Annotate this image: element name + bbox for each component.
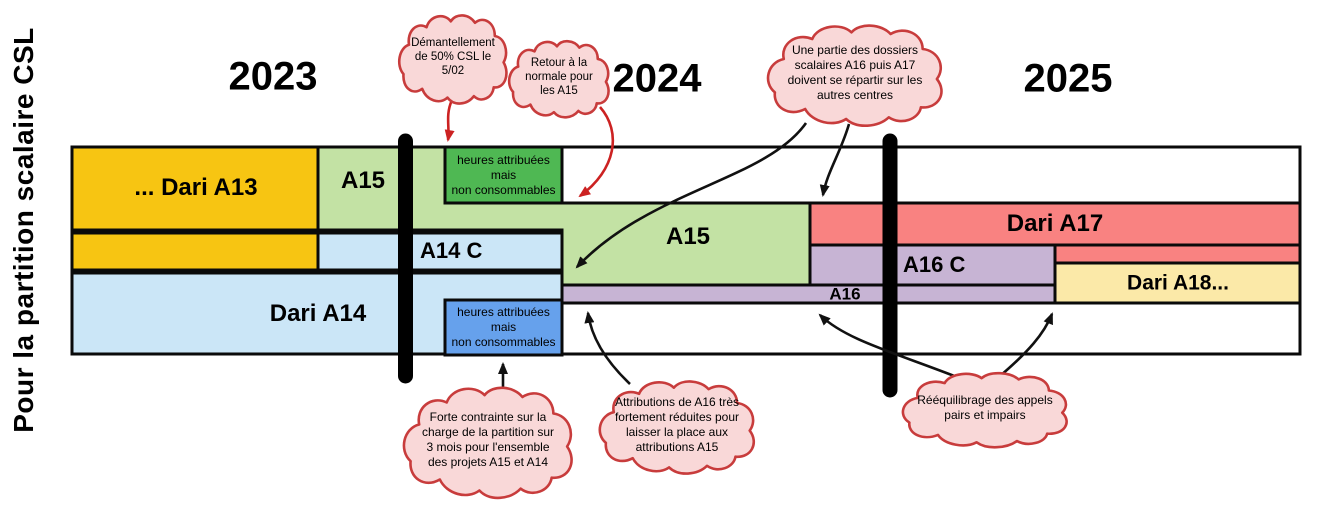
dari-a18-label: Dari A18... [1127,271,1229,295]
a15-column-label: A15 [340,167,386,194]
year-2023: 2023 [228,54,318,99]
dari-a14-label: Dari A14 [269,300,367,327]
cloud-path [768,26,941,126]
cloud-path [509,41,608,117]
arrow-reequilibrage-right [999,312,1054,377]
callout-demantellement-text: Démantellement de 50% CSL le 5/02 [411,36,495,78]
callout-forte-contrainte-text: Forte contrainte sur la charge de la par… [421,409,555,469]
green-note-text: heures attribuées mais non consommables [451,152,556,197]
cloud-shape-icon [508,40,610,116]
arrow-repartition-a17 [819,123,851,197]
cloud-path [903,373,1067,447]
blue-note-text: heures attribuées mais non consommables [451,305,556,349]
callout-forte-contrainte: Forte contrainte sur la charge de la par… [402,386,574,496]
a16-c-label: A16 C [903,252,966,277]
a15-main-label: A15 [665,223,711,250]
cloud-path [399,15,506,103]
callout-attributions-reduites-text: Attributions de A16 très fortement rédui… [614,395,740,455]
dari-a17-label: Dari A17 [1006,210,1104,237]
callout-repartition: Une partie des dossiers scalaires A16 pu… [766,24,944,124]
cloud-path [404,388,572,498]
year-2025: 2025 [1023,56,1113,101]
blue-note-box [443,298,564,357]
callout-retour-normale-text: Retour à la normale pour les A15 [525,56,593,98]
a16-strip-bar [560,283,1057,305]
callout-repartition-text: Une partie des dossiers scalaires A16 pu… [787,43,923,102]
cloud-path [600,381,754,473]
callout-retour-normale: Retour à la normale pour les A15 [508,40,610,116]
row3-empty-bar [560,301,1302,356]
dari-a17-thin-strip [1053,243,1302,265]
dari-a13-bar [70,145,320,232]
green-note-box [443,145,564,205]
dari-a13-label: ... Dari A13 [134,174,258,201]
dari-a13-strip [70,231,320,272]
callout-reequilibrage: Rééquilibrage des appels pairs et impair… [901,372,1069,446]
cloud-shape-icon [398,14,508,102]
cloud-shape-icon [766,24,944,124]
arrow-reequilibrage-left [818,313,963,381]
year-2024: 2024 [612,56,702,101]
arrow-attributions-reduites [584,311,631,385]
axis-title: Pour la partition scalaire CSL [8,27,39,433]
arrow-demantellement [444,99,455,142]
arrow-repartition-a16 [575,122,808,269]
callout-reequilibrage-text: Rééquilibrage des appels pairs et impair… [917,393,1053,423]
a14-c-label: A14 C [420,238,483,263]
cloud-shape-icon [402,386,574,496]
arrow-retour-normale [578,106,615,198]
callout-demantellement: Démantellement de 50% CSL le 5/02 [398,14,508,102]
callout-attributions-reduites: Attributions de A16 très fortement rédui… [598,380,756,472]
row1-empty-bar [560,145,1302,205]
a14-c-bar [316,231,564,272]
cloud-shape-icon [598,380,756,472]
dari-a18-bar [1053,261,1302,305]
a16-strip-label: A16 [829,284,861,304]
cloud-shape-icon [901,372,1069,446]
